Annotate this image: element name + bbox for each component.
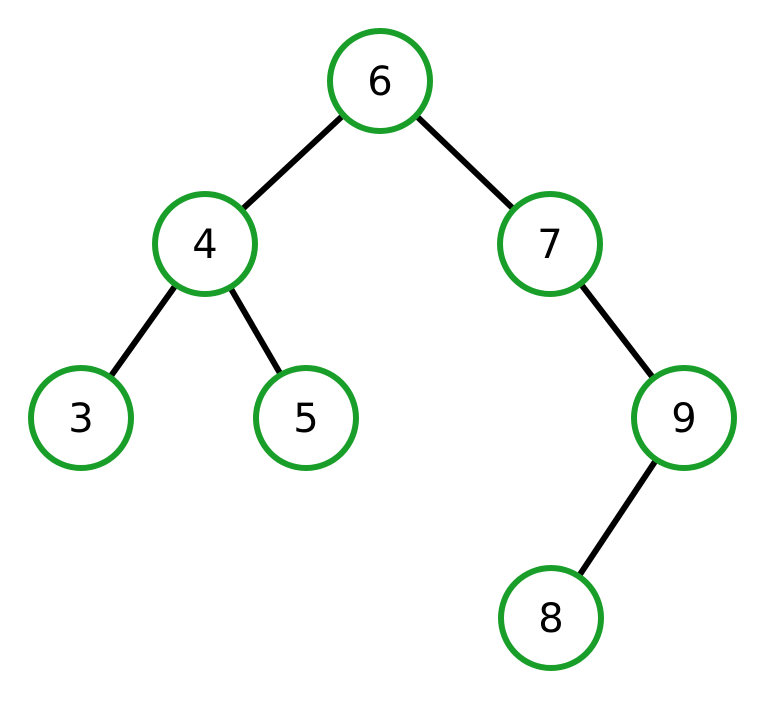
tree-node-5: 5 [253,365,359,471]
tree-node-4: 4 [152,191,258,297]
tree-node-6: 6 [327,28,433,134]
node-label: 8 [538,596,563,642]
tree-node-7: 7 [497,191,603,297]
node-circle [497,191,603,297]
nodes: 6 4 7 3 5 9 8 [28,28,737,671]
node-circle [28,365,134,471]
node-circle [152,191,258,297]
edge-n6-n7 [414,113,516,212]
node-circle [498,565,604,671]
node-label: 3 [68,396,93,442]
tree-node-3: 3 [28,365,134,471]
tree-node-9: 9 [631,365,737,471]
tree-node-8: 8 [498,565,604,671]
edge-n4-n3 [107,282,179,380]
edge-n9-n8 [576,457,659,579]
node-circle [327,28,433,134]
edge-n7-n9 [578,281,656,381]
node-label: 9 [671,396,696,442]
node-label: 6 [367,59,392,105]
node-label: 4 [192,222,217,268]
edge-n4-n5 [227,285,284,377]
node-circle [253,365,359,471]
node-circle [631,365,737,471]
edge-n6-n4 [239,112,346,213]
node-label: 7 [537,222,562,268]
edges [107,112,659,579]
node-label: 5 [293,396,318,442]
